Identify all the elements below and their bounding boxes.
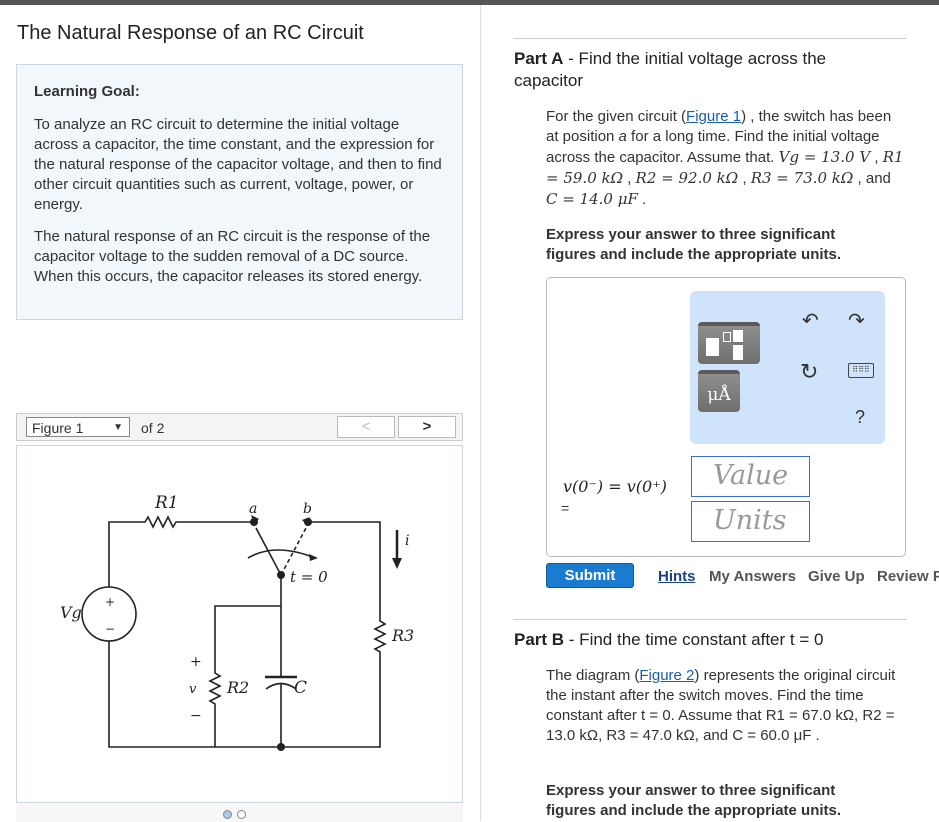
undo-icon[interactable]: ↶ [802, 310, 819, 332]
page-title: The Natural Response of an RC Circuit [17, 22, 364, 44]
prev-figure-button[interactable]: < [337, 416, 395, 438]
math-toolbar: μÅ ↶ ↷ ↻ ⠿⠿⠿ ? [690, 291, 885, 444]
reset-icon[interactable]: ↻ [800, 359, 819, 384]
node-a-label: a [249, 501, 257, 517]
vg-label: Vg [60, 603, 82, 622]
r2-label: R2 [226, 678, 249, 697]
part-a-question: For the given circuit (Figure 1) , the s… [546, 108, 904, 208]
units-input[interactable]: Units [691, 501, 810, 542]
chevron-down-icon: ▼ [113, 422, 123, 433]
r1-label: R1 [154, 493, 179, 513]
learning-goal-text-2: The natural response of an RC circuit is… [34, 228, 431, 285]
source-plus: + [105, 595, 115, 609]
learning-goal-text: To analyze an RC circuit to determine th… [34, 116, 442, 213]
redo-icon[interactable]: ↷ [848, 310, 865, 332]
page-dot-2[interactable] [237, 810, 246, 819]
voltage-label: v [189, 682, 197, 697]
units-button[interactable]: μÅ [698, 370, 740, 412]
part-b-divider [513, 619, 906, 620]
template-icon [706, 338, 719, 356]
part-b-title: Part B - Find the time constant after t … [514, 630, 824, 649]
answer-box [546, 277, 906, 557]
voltage-plus: + [190, 654, 202, 670]
source-minus: − [105, 622, 115, 636]
review-part-link[interactable]: Review Part [877, 568, 939, 585]
hints-link[interactable]: Hints [658, 568, 696, 585]
switch-time-label: t = 0 [290, 568, 328, 586]
my-answers-link[interactable]: My Answers [709, 568, 796, 585]
part-a-divider [513, 38, 906, 39]
figure-2-link[interactable]: Figure 2 [639, 667, 695, 684]
circuit-diagram: R1 a b t = 0 i Vg R3 R2 C v + − + − [60, 493, 414, 751]
template-icon-box [723, 332, 731, 342]
column-divider [480, 5, 481, 821]
r3-label: R3 [391, 626, 414, 645]
templates-button[interactable] [698, 322, 760, 364]
voltage-minus: − [190, 708, 202, 724]
submit-button[interactable]: Submit [546, 563, 634, 588]
fraction-icon [733, 330, 743, 345]
figure-panel [16, 445, 463, 821]
figure-select-value: Figure 1 [32, 420, 84, 436]
figure-count: of 2 [141, 420, 165, 436]
next-figure-button[interactable]: > [398, 416, 456, 438]
figure-1-link[interactable]: Figure 1 [686, 108, 742, 125]
learning-goal-heading: Learning Goal: [34, 83, 140, 100]
part-b-question: The diagram (Figure 2) represents the or… [546, 667, 896, 744]
figure-pager [16, 802, 463, 822]
answer-equation: v(0⁻) = v(0⁺) [563, 477, 667, 496]
keyboard-icon[interactable]: ⠿⠿⠿ [848, 363, 874, 378]
current-label: i [405, 533, 409, 549]
part-a-title: Part A - Find the initial voltage across… [514, 49, 827, 90]
capacitor-label: C [294, 678, 307, 698]
node-b-label: b [303, 501, 312, 517]
equals-sign: = [561, 500, 570, 516]
learning-goal-panel: Learning Goal: To analyze an RC circuit … [16, 64, 463, 320]
figure-select[interactable]: Figure 1 ▼ [26, 417, 130, 437]
figure-navigation: Figure 1 ▼ of 2 < > [16, 413, 463, 441]
page-dot-1[interactable] [223, 810, 232, 819]
part-a-instructions: Express your answer to three significant… [546, 226, 842, 263]
top-bar [0, 0, 939, 5]
help-icon[interactable]: ? [855, 407, 866, 427]
part-b-instructions: Express your answer to three significant… [546, 782, 842, 819]
give-up-link[interactable]: Give Up [808, 568, 865, 585]
value-input[interactable]: Value [691, 456, 810, 497]
